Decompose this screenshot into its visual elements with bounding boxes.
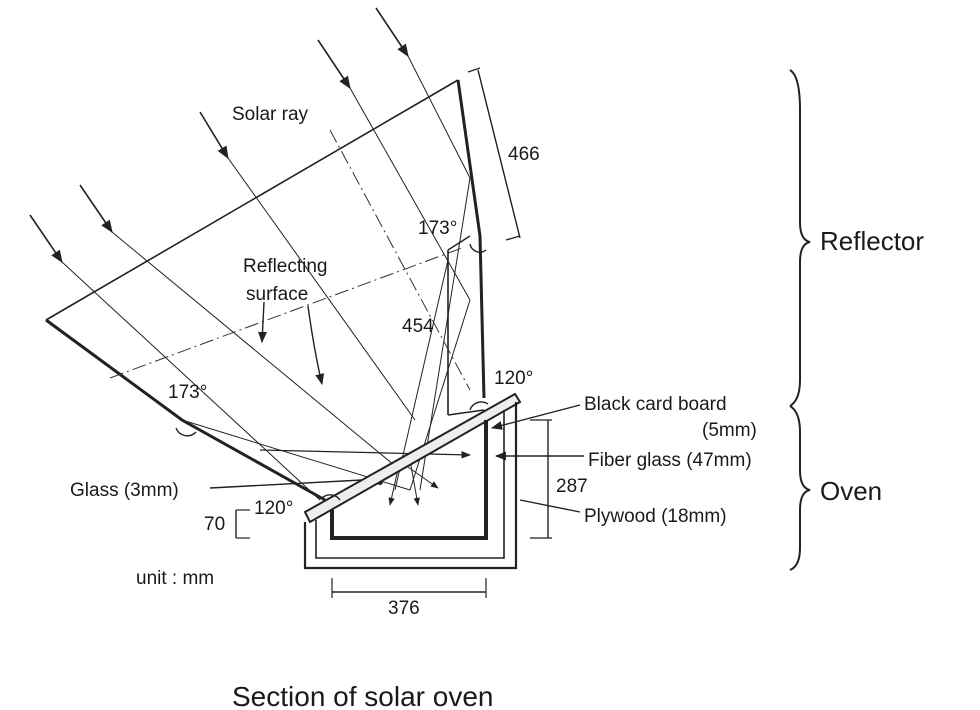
angle-arc-right-corner	[469, 401, 489, 411]
reflected-ray	[404, 464, 439, 489]
dimension-376-label: 376	[388, 598, 420, 619]
leader-plywood	[519, 499, 581, 513]
solar-ray-line	[111, 231, 401, 471]
dimension-70-label: 70	[204, 514, 225, 535]
left-reflector	[45, 318, 326, 502]
dim-line	[477, 69, 521, 239]
solar-ray-line	[349, 87, 471, 301]
reflector-section-label: Reflector	[820, 226, 924, 256]
solar-ray-line	[61, 261, 321, 501]
dimension-466	[467, 67, 521, 241]
plywood-label: Plywood (18mm)	[584, 506, 727, 527]
solar-ray-label: Solar ray	[232, 104, 309, 125]
angle-right-corner-label: 120°	[494, 368, 533, 389]
dimension-287-label: 287	[556, 476, 588, 497]
oven-box	[303, 392, 522, 570]
solar-ray-arrow	[29, 214, 63, 264]
reflected-ray	[394, 259, 449, 491]
solar-ray-arrow	[79, 184, 113, 234]
reflected-ray	[419, 177, 471, 491]
angle-arc-left-corner	[321, 494, 341, 501]
diagram-title: Section of solar oven	[232, 681, 494, 710]
brace-reflector	[789, 69, 811, 407]
black-card-board-label: Black card board	[584, 394, 727, 415]
reflecting-surface-label-1: Reflecting	[243, 256, 328, 277]
angle-arc-upper-right	[469, 243, 487, 253]
fiber-glass-label: Fiber glass (47mm)	[588, 450, 752, 471]
solar-rays	[29, 7, 471, 501]
dim-ext	[505, 235, 521, 241]
center-line	[109, 247, 463, 379]
dimension-466-label: 466	[508, 144, 540, 165]
leader-reflecting-left	[258, 301, 267, 344]
solar-ray-arrow	[199, 111, 229, 160]
leader-glass	[209, 479, 363, 489]
plywood-inner	[315, 410, 505, 559]
reflected-ray	[409, 459, 420, 506]
angle-left-corner-label: 120°	[254, 498, 293, 519]
leader-black-card-board	[490, 404, 581, 430]
brace-oven	[789, 405, 811, 571]
dimension-376	[331, 578, 487, 598]
inner-back-panel-top	[447, 235, 471, 251]
dimension-287	[530, 419, 552, 539]
angle-upper-right-label: 173°	[418, 218, 457, 239]
right-reflector	[456, 79, 486, 399]
black-card-board	[330, 420, 488, 540]
section-line	[329, 129, 471, 391]
solar-ray-arrow	[375, 7, 409, 58]
oven-section-label: Oven	[820, 476, 882, 506]
reflected-ray	[259, 449, 471, 459]
leader-reflecting-right	[307, 305, 325, 386]
solar-ray-arrow	[317, 39, 351, 90]
glass-panel	[303, 392, 522, 524]
plywood-outer	[303, 402, 518, 570]
solar-ray-line	[407, 55, 471, 179]
black-card-board-thickness-label: (5mm)	[702, 420, 757, 441]
reflecting-surface-label-2: surface	[246, 284, 308, 305]
solar-ray-line	[227, 157, 416, 421]
unit-label: unit : mm	[136, 568, 214, 589]
dimension-70	[235, 509, 250, 539]
angle-left-fold-label: 173°	[168, 382, 207, 403]
aperture-line	[45, 79, 459, 321]
angle-arc-left-fold	[175, 427, 197, 437]
glass-label: Glass (3mm)	[70, 480, 179, 501]
inner-back-panel-bottom	[447, 409, 485, 416]
dimension-454-label: 454	[402, 316, 434, 337]
dim-ext	[467, 67, 481, 73]
